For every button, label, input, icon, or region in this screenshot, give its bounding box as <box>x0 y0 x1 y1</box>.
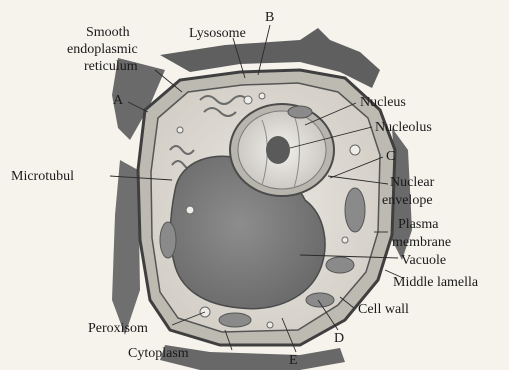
label-nucleolus: Nucleolus <box>375 120 432 135</box>
nucleus <box>230 104 334 196</box>
label-a: A <box>113 93 124 108</box>
label-nuclear-envelope-1: Nuclear <box>390 175 435 190</box>
label-e: E <box>289 353 298 368</box>
label-cell-wall: Cell wall <box>358 302 409 317</box>
label-smooth-er-2: endoplasmic <box>67 42 138 57</box>
nucleolus <box>266 136 290 164</box>
label-lysosome: Lysosome <box>189 26 246 41</box>
label-nucleus: Nucleus <box>360 95 406 110</box>
label-nuclear-envelope-2: envelope <box>382 193 433 208</box>
label-peroxisom: Peroxisom <box>88 321 148 336</box>
label-d: D <box>334 331 344 346</box>
label-middle-lamella: Middle lamella <box>393 275 479 290</box>
label-vacuole: Vacuole <box>401 253 446 268</box>
label-plasma-membrane-2: membrane <box>392 235 451 250</box>
label-cytoplasm: Cytoplasm <box>128 346 189 361</box>
label-smooth-er-1: Smooth <box>86 25 130 40</box>
label-microtubul: Microtubul <box>11 169 74 184</box>
label-b: B <box>265 10 274 25</box>
label-plasma-membrane-1: Plasma <box>398 217 439 232</box>
label-smooth-er-3: reticulum <box>84 59 138 74</box>
label-c: C <box>386 149 395 164</box>
